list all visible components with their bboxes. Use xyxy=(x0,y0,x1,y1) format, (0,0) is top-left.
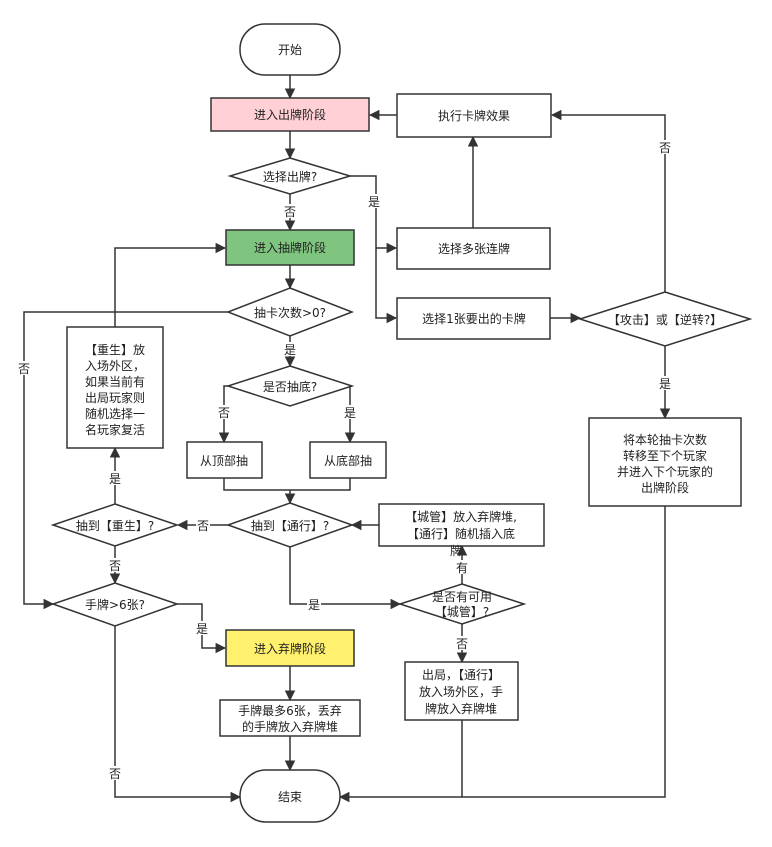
label-yes-hand: 是 xyxy=(196,622,208,636)
svg-text:选择出牌?: 选择出牌? xyxy=(263,170,317,184)
node-start: 开始 xyxy=(239,23,341,76)
svg-text:执行卡牌效果: 执行卡牌效果 xyxy=(438,108,510,123)
edges xyxy=(23,75,671,803)
label-no-attack: 否 xyxy=(659,141,671,155)
label-no-hand: 否 xyxy=(109,767,121,781)
label-has-castle-yes: 有 xyxy=(456,561,468,575)
svg-text:手牌>6张?: 手牌>6张? xyxy=(85,598,145,612)
edge-bottom-merge xyxy=(290,478,351,491)
svg-text:随机选择一: 随机选择一 xyxy=(85,406,145,421)
svg-text:【通行】随机插入底: 【通行】随机插入底 xyxy=(407,526,515,541)
svg-text:是否抽底?: 是否抽底? xyxy=(263,379,317,394)
label-yes-attack: 是 xyxy=(659,377,671,391)
edge-top-merge xyxy=(223,478,290,491)
svg-text:【城管】?: 【城管】? xyxy=(435,604,489,619)
label-no-rebirth: 否 xyxy=(109,559,121,573)
svg-text:并进入下个玩家的: 并进入下个玩家的 xyxy=(617,464,713,479)
svg-text:开始: 开始 xyxy=(278,43,302,57)
node-transfer-box: 将本轮抽卡次数 转移至下个玩家 并进入下个玩家的 出牌阶段 xyxy=(588,417,742,507)
edge-attack-no xyxy=(550,109,666,292)
node-draw-count: 抽卡次数>0? xyxy=(225,287,355,337)
svg-text:出局玩家则: 出局玩家则 xyxy=(85,390,145,405)
label-no-bottom: 否 xyxy=(218,406,230,420)
node-out-box: 出局，【通行】 放入场外区，手 牌放入弃牌堆 xyxy=(404,661,519,721)
edge-pass-yes xyxy=(289,546,402,610)
svg-text:从顶部抽: 从顶部抽 xyxy=(200,453,248,468)
edge-to-select-one xyxy=(375,248,398,324)
svg-text:【攻击】或【逆转?】: 【攻击】或【逆转?】 xyxy=(608,312,722,327)
node-draw-top: 从顶部抽 xyxy=(186,441,263,479)
svg-text:将本轮抽卡次数: 将本轮抽卡次数 xyxy=(623,432,707,447)
node-discard-box: 手牌最多6张，丢弃 的手牌放入弃牌堆 xyxy=(219,699,361,737)
label-no-draw-count: 否 xyxy=(18,362,30,376)
node-attack-or-reverse: 【攻击】或【逆转?】 xyxy=(577,291,753,347)
svg-text:进入弃牌阶段: 进入弃牌阶段 xyxy=(254,641,326,656)
node-got-rebirth: 抽到【重生】? xyxy=(50,503,180,547)
label-has-castle-no: 否 xyxy=(456,637,468,651)
node-select-multi: 选择多张连牌 xyxy=(396,227,551,270)
edge-labels: 否 是 否 是 否 是 否 是 是 否 否 是 有 否 是 否 xyxy=(17,140,672,781)
edge-choose-yes-split xyxy=(350,175,377,248)
svg-text:从底部抽: 从底部抽 xyxy=(324,453,372,468)
svg-text:放入场外区，手: 放入场外区，手 xyxy=(419,684,503,699)
svg-text:是否有可用: 是否有可用 xyxy=(432,590,492,604)
svg-text:抽到【通行】?: 抽到【通行】? xyxy=(251,519,329,533)
svg-text:进入抽牌阶段: 进入抽牌阶段 xyxy=(254,240,326,255)
svg-text:选择多张连牌: 选择多张连牌 xyxy=(438,241,510,256)
node-draw-phase: 进入抽牌阶段 xyxy=(225,229,355,266)
node-castle-box: 【城管】放入弃牌堆, 【通行】随机插入底 牌 xyxy=(378,503,545,558)
label-yes-rebirth: 是 xyxy=(109,472,121,486)
label-yes-draw-count: 是 xyxy=(284,343,296,357)
svg-text:入场外区，: 入场外区， xyxy=(85,359,145,373)
node-rebirth-box: 【重生】放 入场外区， 如果当前有 出局玩家则 随机选择一 名玩家复活 xyxy=(66,326,164,449)
svg-text:【重生】放: 【重生】放 xyxy=(85,342,145,357)
svg-text:牌放入弃牌堆: 牌放入弃牌堆 xyxy=(425,701,497,716)
svg-text:抽到【重生】?: 抽到【重生】? xyxy=(76,519,154,533)
edge-rebirth-draw xyxy=(114,242,227,327)
svg-text:手牌最多6张，丢弃: 手牌最多6张，丢弃 xyxy=(238,703,342,718)
node-has-castle: 是否有可用 【城管】? xyxy=(397,583,527,625)
svg-text:如果当前有: 如果当前有 xyxy=(85,374,145,389)
svg-text:出牌阶段: 出牌阶段 xyxy=(641,480,689,495)
node-end: 结束 xyxy=(239,769,341,823)
node-hand-gt6: 手牌>6张? xyxy=(50,582,180,627)
node-discard-phase: 进入弃牌阶段 xyxy=(225,629,355,667)
node-choose-play: 选择出牌? xyxy=(227,157,353,195)
label-yes-pass: 是 xyxy=(308,598,320,612)
node-draw-bottom-q: 是否抽底? xyxy=(225,365,355,407)
label-yes-bottom: 是 xyxy=(344,406,356,420)
node-play-phase: 进入出牌阶段 xyxy=(210,97,370,132)
svg-text:选择1张要出的卡牌: 选择1张要出的卡牌 xyxy=(422,311,526,326)
label-no-choose-play: 否 xyxy=(284,205,296,219)
svg-text:【城管】放入弃牌堆,: 【城管】放入弃牌堆, xyxy=(405,509,517,524)
svg-text:名玩家复活: 名玩家复活 xyxy=(85,422,145,437)
label-yes-choose-play: 是 xyxy=(368,195,380,209)
svg-text:进入出牌阶段: 进入出牌阶段 xyxy=(254,107,326,122)
svg-text:的手牌放入弃牌堆: 的手牌放入弃牌堆 xyxy=(242,719,338,734)
node-got-pass: 抽到【通行】? xyxy=(225,502,355,548)
edge-count-no xyxy=(23,311,231,610)
label-no-pass: 否 xyxy=(197,519,209,533)
svg-text:转移至下个玩家: 转移至下个玩家 xyxy=(623,448,707,463)
node-draw-bottom: 从底部抽 xyxy=(309,441,387,479)
node-select-one: 选择1张要出的卡牌 xyxy=(396,297,551,340)
svg-text:牌: 牌 xyxy=(450,544,462,558)
svg-text:出局，【通行】: 出局，【通行】 xyxy=(422,668,500,682)
node-execute-effect: 执行卡牌效果 xyxy=(396,93,552,138)
edge-hand-no xyxy=(114,626,242,803)
edge-transfer-end xyxy=(338,506,666,803)
svg-text:抽卡次数>0?: 抽卡次数>0? xyxy=(254,305,326,320)
svg-text:结束: 结束 xyxy=(278,790,302,804)
